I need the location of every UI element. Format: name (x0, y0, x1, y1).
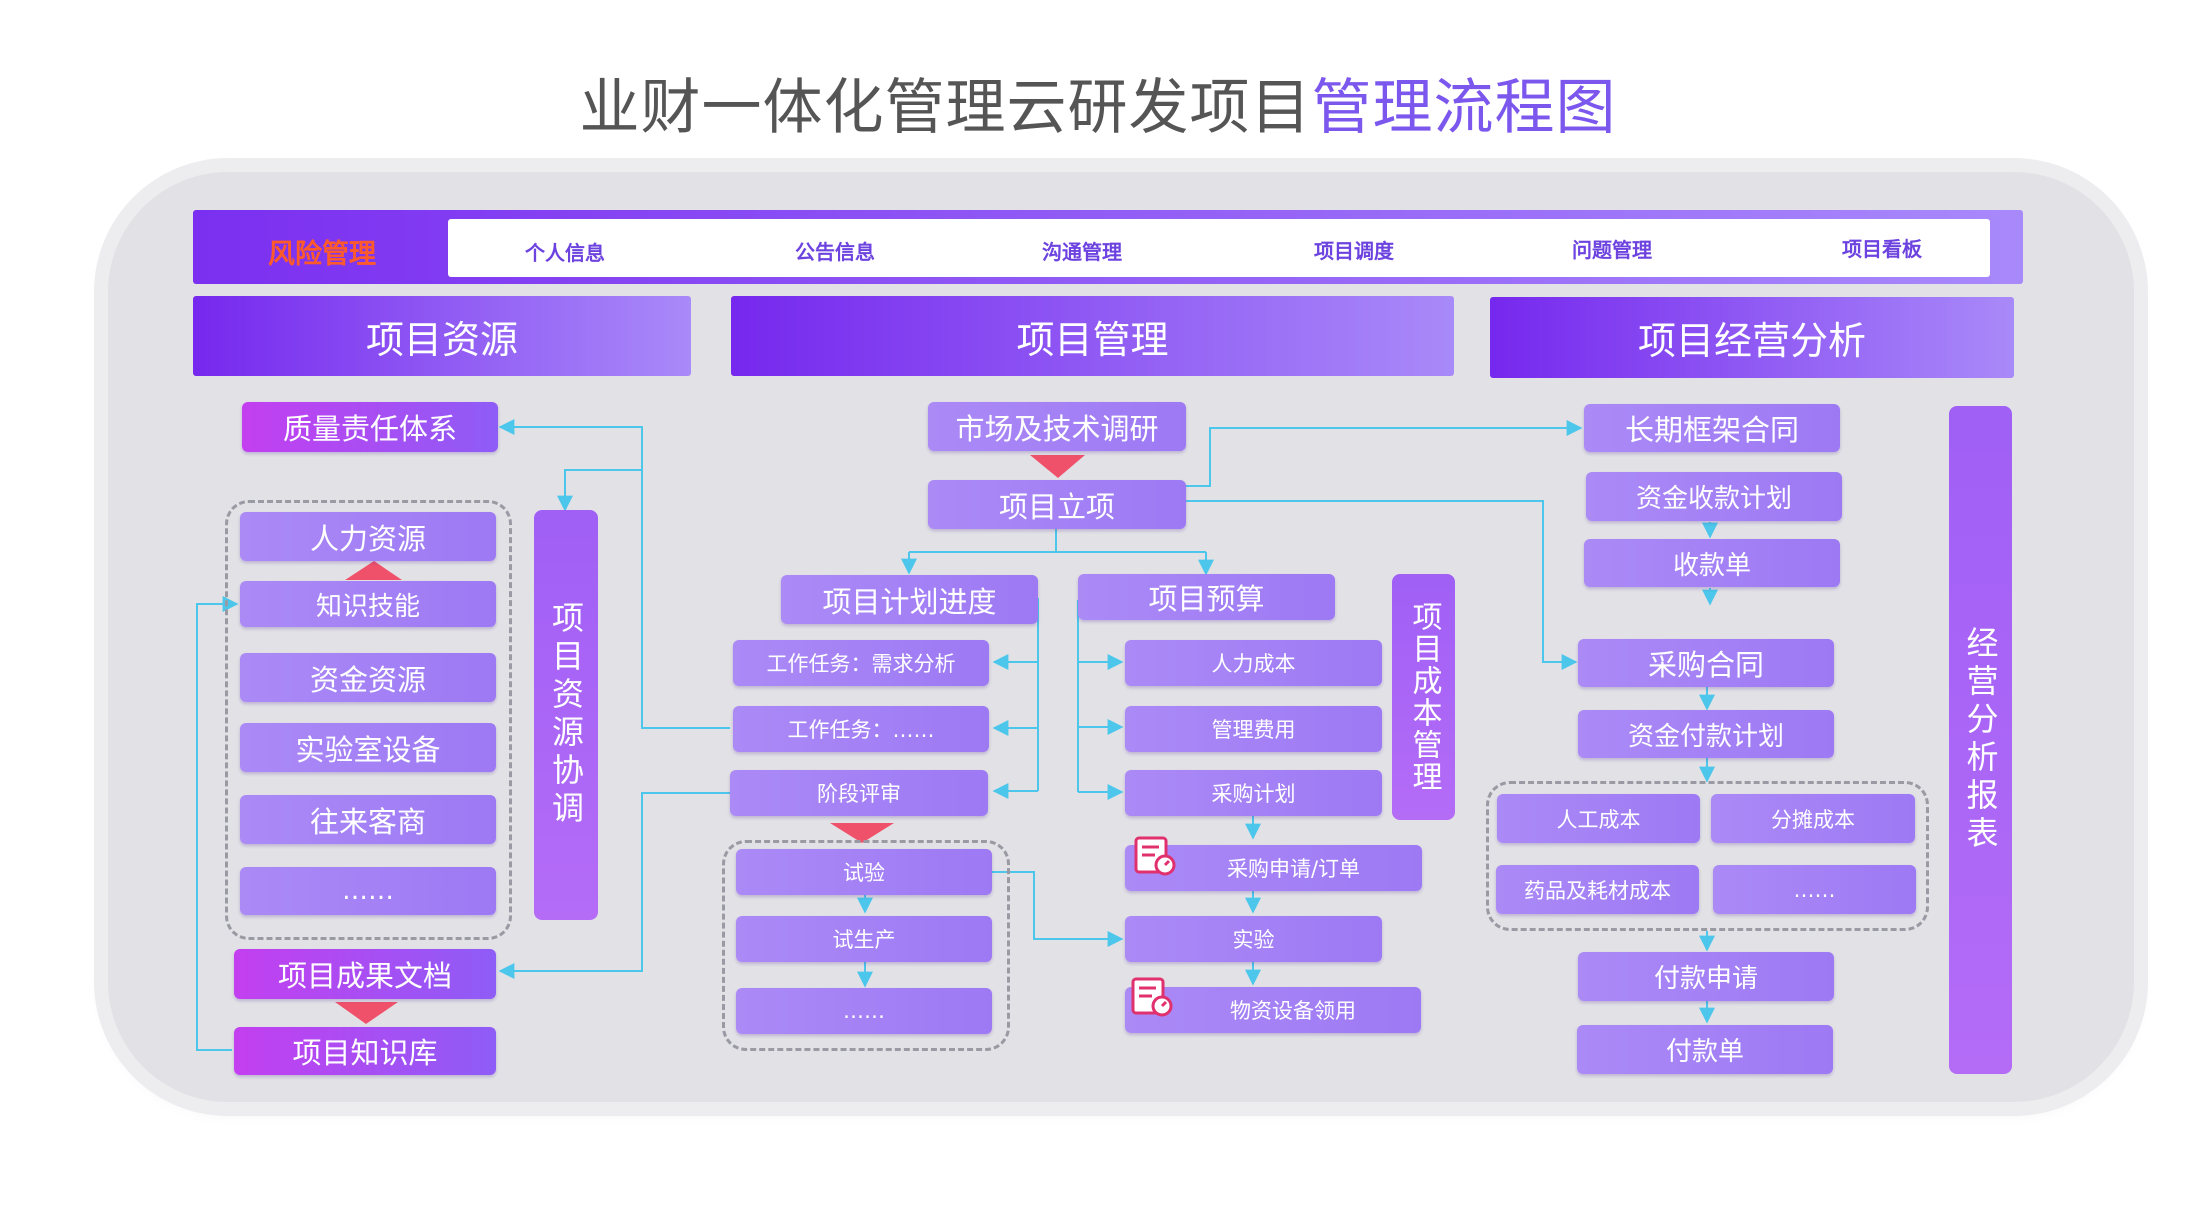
labor-cost-item[interactable]: 人工成本 (1497, 794, 1700, 843)
cost-group (1486, 781, 1929, 931)
trial-box[interactable]: 试验 (736, 849, 992, 895)
payment-plan-box[interactable]: 资金付款计划 (1578, 710, 1834, 758)
material-requisition-label: 物资设备领用 (1230, 999, 1356, 1023)
more-cost-item[interactable]: …… (1713, 865, 1916, 914)
purchase-order-label: 采购申请/订单 (1226, 857, 1361, 881)
task-other-box[interactable]: 工作任务：…… (733, 706, 989, 752)
top-menu (448, 219, 1990, 277)
labor-cost-box[interactable]: 人力成本 (1125, 640, 1382, 686)
framework-contract-box[interactable]: 长期框架合同 (1584, 404, 1840, 452)
menu-item-personal-info[interactable]: 个人信息 (525, 241, 605, 265)
budget-box[interactable]: 项目预算 (1078, 574, 1335, 620)
menu-item-dashboard[interactable]: 项目看板 (1842, 237, 1922, 261)
human-resources-box[interactable]: 人力资源 (240, 512, 496, 561)
receipt-box[interactable]: 收款单 (1584, 539, 1840, 587)
purchase-plan-box[interactable]: 采购计划 (1125, 770, 1382, 816)
collection-plan-box[interactable]: 资金收款计划 (1586, 472, 1842, 521)
header-analysis: 项目经营分析 (1490, 297, 2014, 378)
lab-equipment-box[interactable]: 实验室设备 (240, 723, 496, 772)
material-requisition-icon (1131, 977, 1173, 1017)
materials-cost-item[interactable]: 药品及耗材成本 (1496, 865, 1699, 914)
title-main: 业财一体化管理云研发项目 (579, 73, 1312, 143)
purchase-order-icon (1134, 836, 1176, 876)
purchase-order-box[interactable]: 采购申请/订单 (1125, 845, 1422, 891)
results-docs-box[interactable]: 项目成果文档 (234, 949, 496, 999)
trial-more-box[interactable]: …… (736, 988, 992, 1034)
partners-box[interactable]: 往来客商 (240, 795, 496, 844)
stage-review-box[interactable]: 阶段评审 (730, 770, 988, 816)
menu-item-issues[interactable]: 问题管理 (1572, 238, 1652, 262)
purchase-contract-box[interactable]: 采购合同 (1578, 639, 1834, 687)
payment-request-box[interactable]: 付款申请 (1578, 952, 1834, 1001)
resource-coordination-box[interactable]: 项目资源协调 (534, 510, 598, 920)
experiment-box[interactable]: 实验 (1125, 916, 1382, 962)
payment-voucher-box[interactable]: 付款单 (1577, 1025, 1833, 1074)
header-management: 项目管理 (731, 296, 1454, 376)
knowledge-base-box[interactable]: 项目知识库 (234, 1027, 496, 1075)
plan-progress-box[interactable]: 项目计划进度 (781, 575, 1038, 624)
menu-item-scheduling[interactable]: 项目调度 (1314, 239, 1394, 263)
trial-production-box[interactable]: 试生产 (736, 916, 992, 962)
project-approval-box[interactable]: 项目立项 (928, 480, 1186, 529)
header-resources: 项目资源 (193, 296, 691, 376)
market-research-box[interactable]: 市场及技术调研 (928, 402, 1186, 451)
risk-management-label[interactable]: 风险管理 (268, 239, 376, 270)
task-requirements-box[interactable]: 工作任务：需求分析 (733, 640, 989, 686)
page-title: 业财一体化管理云研发项目管理流程图 (0, 68, 2196, 148)
quality-system-box[interactable]: 质量责任体系 (242, 402, 498, 452)
menu-item-notices[interactable]: 公告信息 (795, 240, 875, 264)
title-highlight: 管理流程图 (1311, 73, 1617, 143)
knowledge-skills-box[interactable]: 知识技能 (240, 581, 496, 627)
cost-management-box[interactable]: 项目成本管理 (1392, 574, 1455, 820)
fund-resources-box[interactable]: 资金资源 (240, 653, 496, 702)
trial-group (722, 840, 1010, 1051)
resource-group (225, 500, 512, 940)
business-report-box[interactable]: 经营分析报表 (1949, 406, 2012, 1074)
more-resources-box[interactable]: …… (240, 867, 496, 915)
menu-item-communication[interactable]: 沟通管理 (1042, 240, 1122, 264)
material-requisition-box[interactable]: 物资设备领用 (1125, 987, 1421, 1033)
allocated-cost-item[interactable]: 分摊成本 (1711, 794, 1915, 843)
management-expense-box[interactable]: 管理费用 (1125, 706, 1382, 752)
